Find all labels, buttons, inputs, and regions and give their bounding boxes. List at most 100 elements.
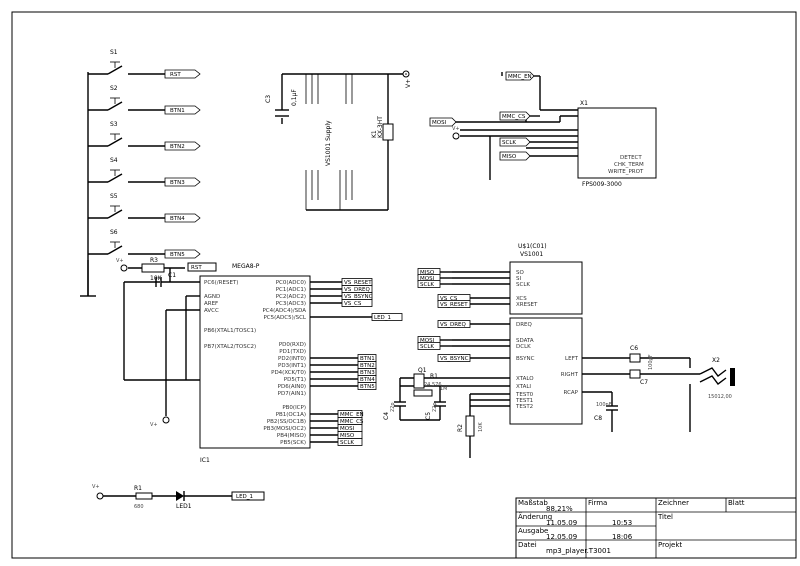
tb-projekt-label: Projekt xyxy=(658,541,682,549)
mcu-right-pin-b-4: PD4(XCK/T0) xyxy=(271,370,306,376)
switch-1-net-flag xyxy=(164,69,201,79)
decoder-pin-bsync: BSYNC xyxy=(516,356,535,362)
tb-aenderung-label: Änderung xyxy=(518,512,552,521)
mcu-right-pin-c-0: PB0(ICP) xyxy=(282,405,306,411)
mcu-right-pin-a-4: PC4(ADC4)/SDA xyxy=(262,308,306,314)
mcu-left-pin-2: AREF xyxy=(204,301,218,307)
mcu-right-pin-b-5: PD5(T1) xyxy=(284,377,306,383)
mcu-right-pin-b-1: PD1(TXD) xyxy=(279,349,306,355)
decoder-ref: U$1(C01) xyxy=(518,243,547,250)
switch-3-net: BTN2 xyxy=(170,144,185,150)
tb-massstab-label: Maßstab xyxy=(518,499,548,507)
led-vcc-terminal-icon xyxy=(96,492,104,500)
decoder-pin-mid-0: XCS xyxy=(516,296,527,302)
mcu-net-c-4: SCLK xyxy=(340,440,354,446)
decoder-pin-lower-4: TEST2 xyxy=(515,404,533,410)
decoder-pin-lower-1: XTALI xyxy=(516,384,531,390)
supply-cap-value: 0,1µF xyxy=(291,89,298,106)
tb-aenderung-time: 10:53 xyxy=(612,519,632,527)
mmc-vcc: V+ xyxy=(452,126,460,132)
tb-datei-label: Datei xyxy=(518,541,537,549)
decoder-name: VS1001 xyxy=(520,251,543,258)
r2-name: R2 xyxy=(457,424,464,432)
mcu-net-b-2: BTN3 xyxy=(360,370,375,376)
mcu-right-pin-a-2: PC2(ADC2) xyxy=(276,294,306,300)
reset-c-name: C1 xyxy=(168,272,176,279)
supply-vcc: V+ xyxy=(405,79,412,88)
mcu-right-pin-c-4: PB4(MISO) xyxy=(277,433,306,439)
title-block: Maßstab 88,21% Firma Zeichner Blatt Ände… xyxy=(515,497,797,559)
mcu-net-a-2: VS_BSYNC xyxy=(344,294,373,300)
mcu-net-c-3: MISO xyxy=(340,433,355,439)
mcu-right-pin-b-7: PD7(AIN1) xyxy=(278,391,306,397)
decoder-pin-lower-2: TEST0 xyxy=(515,392,534,398)
mcu-ref: IC1 xyxy=(200,457,210,464)
mcu-right-pin-a-0: PC0(ADC0) xyxy=(276,280,306,286)
mcu-net-led: LED_1 xyxy=(374,315,391,321)
crystal2-r-value: 1M xyxy=(440,386,448,392)
mcu-net-b-4: BTN5 xyxy=(360,384,375,390)
mmc-net-sclk-flag xyxy=(499,137,531,147)
vs1001-decoder: U$1(C01) VS1001 SOSISCLKXCSXRESETDREQSDA… xyxy=(417,243,630,432)
tb-blatt-label: Blatt xyxy=(728,499,745,507)
mcu-right-pin-c-5: PB5(SCK) xyxy=(280,440,306,446)
mcu-left-pin-3: AVCC xyxy=(204,308,219,314)
audio-c-left: C6 xyxy=(630,345,638,352)
mmc-net-miso-flag xyxy=(499,151,531,161)
mcu-net-a-3: VS_CS xyxy=(344,301,362,307)
switch-2-net: BTN1 xyxy=(170,108,185,114)
switch-1-name: S1 xyxy=(110,49,118,56)
mcu-net-b-3: BTN4 xyxy=(360,377,375,383)
crystal2-value: 24,576 xyxy=(424,382,442,388)
switch-3-name: S3 xyxy=(110,121,118,128)
reset-net-label: RST xyxy=(191,265,202,271)
mcu-right-pin-a-1: PC1(ADC1) xyxy=(276,287,306,293)
mmc-vcc-terminal-icon xyxy=(452,132,460,140)
c4-value: 22p xyxy=(390,402,396,412)
switch-6-net: BTN5 xyxy=(170,252,185,258)
tb-firma-label: Firma xyxy=(588,499,607,507)
reset-vcc: V+ xyxy=(116,258,124,264)
mcu-net-c-0: MMC_EN xyxy=(340,412,364,418)
r2-value: 10K xyxy=(478,422,484,432)
decoder-net-bsync: VS_BSYNC xyxy=(440,356,469,362)
led-r-value: 680 xyxy=(134,504,144,510)
mmc-net-mosi-flag xyxy=(429,117,457,127)
c5-value: 22p xyxy=(432,402,438,412)
mcu-name: MEGA8-P xyxy=(232,263,260,270)
mcu-right-pin-b-6: PD6(AIN0) xyxy=(278,384,306,390)
mcu-right-pin-c-3: PB3(MOSI/OC2) xyxy=(263,426,306,432)
mmc-name: X1 xyxy=(580,100,588,107)
mcu-led-net-box xyxy=(371,313,403,321)
decoder-pin-top-2: SCLK xyxy=(516,282,530,288)
switch-5-net-flag xyxy=(164,213,201,223)
mcu-net-a-3-box xyxy=(341,299,373,307)
decoder-pin-right-0: LEFT xyxy=(565,356,579,362)
atmega8-mcu: MEGA8-P IC1 PC6(/RESET)AGNDAREFAVCCPB6(X… xyxy=(199,263,403,464)
sheet-border xyxy=(11,11,797,559)
supply-label: VS1001 Supply xyxy=(325,120,332,166)
tb-titel-label: Titel xyxy=(657,513,673,521)
reset-vcc-terminal-icon xyxy=(120,264,128,272)
switch-5-net: BTN4 xyxy=(170,216,185,222)
mmc-net-mmc-cs-flag xyxy=(499,111,531,121)
decoder-pin-low-1: DCLK xyxy=(516,344,531,350)
mcu-right-pin-c-1: PB1(OC1A) xyxy=(276,412,306,418)
mcu-right-pin-b-0: PD0(RXD) xyxy=(279,342,306,348)
audio-jack-part: 15012,00 xyxy=(708,394,732,400)
decoder-net-top-2: SCLK xyxy=(420,282,434,288)
mcu-right-pin-a-3: PC3(ADC3) xyxy=(276,301,306,307)
mcu-net-b-4-box xyxy=(357,382,377,390)
decoder-pin-lower-3: TEST1 xyxy=(515,398,533,404)
decoder-pin-right-2: RCAP xyxy=(564,390,579,396)
vs1001-supply: V+ C3 0,1µF VS1001 Supply K1 KX-3HT xyxy=(265,70,412,211)
tb-massstab-value: 88,21% xyxy=(546,505,573,513)
mmc-pin-detect: DETECT xyxy=(620,155,642,161)
mmc-part: FPS009-3000 xyxy=(582,181,622,188)
decoder-pin-lower-0: XTALO xyxy=(516,376,534,382)
switch-4-net-flag xyxy=(164,177,201,187)
crystal2-r-name: R1 xyxy=(430,373,438,380)
audio-jack-name: X2 xyxy=(712,357,720,364)
mcu-net-c-2: MOSI xyxy=(340,426,355,432)
led-diode-icon xyxy=(176,491,184,501)
